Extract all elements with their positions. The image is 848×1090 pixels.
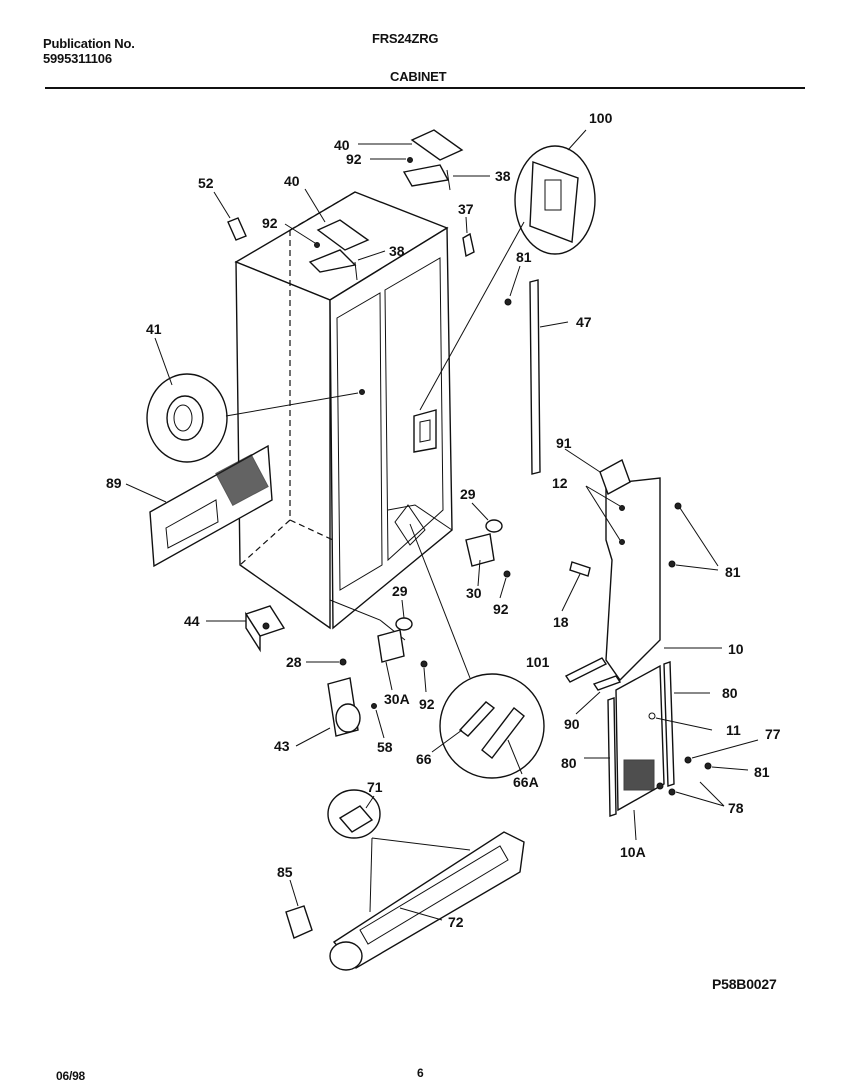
callout-66: 66 [416,751,432,767]
callout-72: 72 [448,914,464,930]
callout-77: 77 [765,726,781,742]
detail-circle-66 [409,523,545,779]
callout-10a: 10A [620,844,646,860]
part-18 [561,561,591,612]
callout-44: 44 [184,613,200,629]
callout-29: 29 [392,583,408,599]
page-number: 6 [417,1066,424,1080]
callout-58: 58 [377,739,393,755]
callout-66a: 66A [513,774,539,790]
callout-81: 81 [754,764,770,780]
callout-30: 30 [466,585,482,601]
callout-85: 85 [277,864,293,880]
callout-12: 12 [552,475,568,491]
callout-11: 11 [726,722,741,738]
callout-38: 38 [495,168,511,184]
callout-71: 71 [367,779,383,795]
panel-10a [584,661,759,841]
bracket-43 [295,658,385,747]
detail-circle-41 [146,337,359,463]
footer-date: 06/98 [56,1069,86,1083]
callout-101: 101 [526,654,550,670]
callout-89: 89 [106,475,122,491]
hinge-30a [377,599,428,693]
callout-80: 80 [561,755,577,771]
diagram-code: P58B0027 [712,976,777,992]
callout-90: 90 [564,716,580,732]
callout-40: 40 [284,173,300,189]
callout-labels: 100 40 92 38 52 40 92 37 38 81 47 41 91 … [106,110,781,930]
callout-81: 81 [516,249,532,265]
callout-18: 18 [553,614,569,630]
callout-92: 92 [262,215,278,231]
cabinet-body [234,191,453,641]
part-37 [462,216,475,258]
detail-circle-100 [419,129,596,411]
callout-92: 92 [493,601,509,617]
part-52 [213,191,247,241]
callout-40: 40 [334,137,350,153]
callout-92: 92 [346,151,362,167]
publication-label: Publication No. [43,36,135,51]
hinge-40-top [358,129,490,191]
part-101 [564,657,622,715]
callout-91: 91 [556,435,572,451]
header-rule [45,87,805,89]
callout-38: 38 [389,243,405,259]
callout-92: 92 [419,696,435,712]
hinge-40-cabinet [284,188,386,281]
hinge-30 [465,502,511,599]
grille-72 [285,789,525,971]
panel-89 [125,444,273,568]
callout-28: 28 [286,654,302,670]
callout-78: 78 [728,800,744,816]
callout-29: 29 [460,486,476,502]
model-number: FRS24ZRG [372,31,439,46]
callout-52: 52 [198,175,214,191]
callout-80: 80 [722,685,738,701]
publication-number: 5995311106 [43,51,112,66]
section-title: CABINET [390,69,447,84]
callout-37: 37 [458,201,474,217]
callout-41: 41 [146,321,162,337]
callout-100: 100 [589,110,613,126]
callout-43: 43 [274,738,290,754]
callout-30a: 30A [384,691,410,707]
part-44 [206,605,286,653]
strip-47 [504,265,569,475]
duct-assembly-10 [564,448,722,682]
callout-81: 81 [725,564,741,580]
callout-10: 10 [728,641,744,657]
callout-47: 47 [576,314,592,330]
